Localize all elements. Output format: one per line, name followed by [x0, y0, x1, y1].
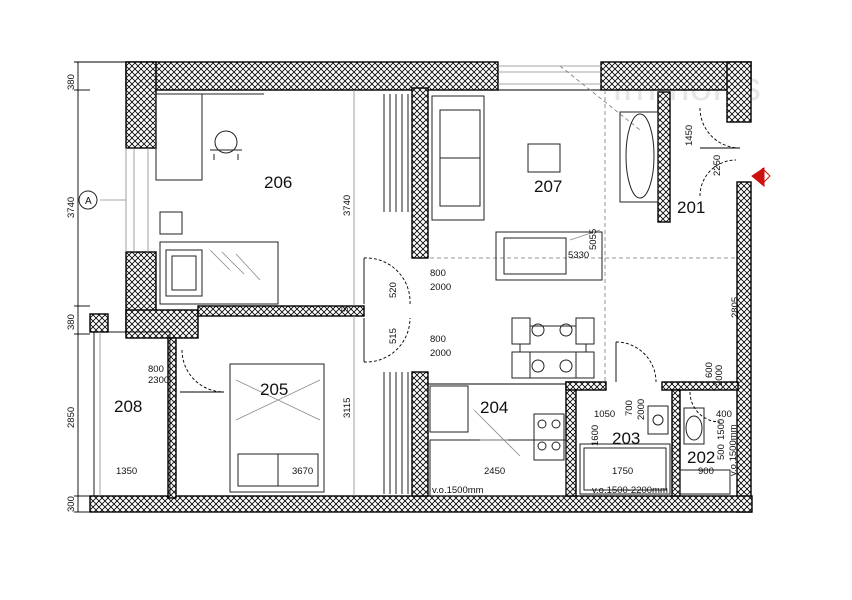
- dim-right-2805: 2805: [730, 297, 741, 318]
- room-203-label: 203: [612, 429, 640, 448]
- doors: [180, 107, 741, 423]
- axis-marker-label: A: [85, 196, 92, 207]
- dim-room203-1600: 1600: [590, 425, 601, 446]
- dim-left-380-mid: 380: [66, 314, 77, 330]
- dimension-lines: [74, 61, 126, 513]
- dim-bottom-1350: 1350: [116, 466, 137, 477]
- dim-room203-1050: 1050: [594, 409, 615, 420]
- dim-left-2850: 2850: [66, 407, 77, 428]
- room-201-label: 201: [677, 198, 705, 217]
- dim-door208-h: 2300: [148, 375, 169, 386]
- dim-door205-side: 515: [388, 328, 399, 344]
- room-204-label: 204: [480, 398, 508, 417]
- dim-room201-1450: 1450: [684, 125, 695, 146]
- inner-lines: [93, 65, 740, 497]
- room-206-label: 206: [264, 173, 292, 192]
- dim-room202-400: 400: [716, 409, 732, 420]
- dim-door206-h: 2000: [430, 282, 451, 293]
- dim-room202-500: 500: [716, 444, 727, 460]
- dim-door206-w: 800: [430, 268, 446, 279]
- dim-bottom-900: 900: [698, 466, 714, 477]
- room-208-label: 208: [114, 397, 142, 416]
- dim-bottom-2450: 2450: [484, 466, 505, 477]
- dim-room201-2250: 2250: [712, 155, 723, 176]
- dim-mark-5: 5: [340, 307, 351, 312]
- dim-left-3740: 3740: [66, 197, 77, 218]
- dim-room207-5055: 5055: [588, 229, 599, 250]
- walls: [89, 61, 753, 513]
- dim-door208-w: 800: [148, 364, 164, 375]
- dim-door205-w: 800: [430, 334, 446, 345]
- level-204: v.o.1500mm: [432, 485, 484, 496]
- dim-room202-1500: 1500: [716, 419, 727, 440]
- dim-bottom-1750: 1750: [612, 466, 633, 477]
- dim-door206-side: 520: [388, 282, 399, 298]
- dim-room206-3740: 3740: [342, 195, 353, 216]
- dim-room205-3115: 3115: [342, 398, 353, 418]
- room-202-label: 202: [687, 448, 715, 467]
- dim-door205-h: 2000: [430, 348, 451, 359]
- dim-left-300: 300: [66, 496, 77, 512]
- level-203: v.o.1500-2200mm: [592, 485, 668, 496]
- room-205-label: 205: [260, 380, 288, 399]
- level-202: v.o.1500mm: [728, 424, 739, 476]
- furniture: [155, 93, 771, 497]
- dim-room207-5330: 5330: [568, 250, 589, 261]
- dim-room203-2000: 2000: [636, 399, 647, 420]
- dim-door-bath-h: 2000: [714, 365, 725, 386]
- dim-left-380-top: 380: [66, 74, 77, 90]
- dim-door-bath-w: 600: [704, 362, 715, 378]
- dim-room203-700: 700: [624, 400, 635, 416]
- dim-bottom-3670: 3670: [292, 466, 313, 477]
- room-207-label: 207: [534, 177, 562, 196]
